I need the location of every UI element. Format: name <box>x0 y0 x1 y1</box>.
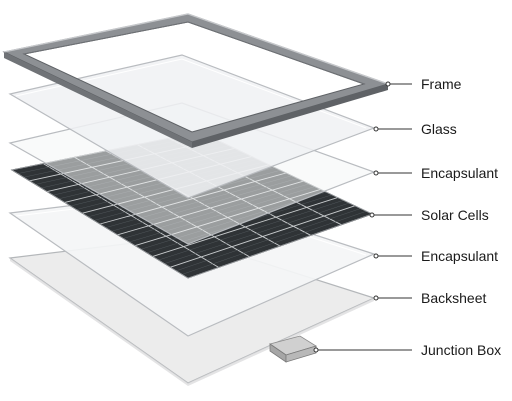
label-encapsulant-top: Encapsulant <box>421 165 498 181</box>
leader-dot-glass <box>373 126 379 132</box>
leader-dot-frame <box>385 81 391 87</box>
leader-dot-junction-box <box>313 347 319 353</box>
leader-dot-encapsulant-bottom <box>373 253 379 259</box>
cell-busbar-line <box>176 208 361 272</box>
label-frame: Frame <box>421 76 462 92</box>
label-backsheet: Backsheet <box>421 290 486 306</box>
label-solar-cells: Solar Cells <box>421 207 489 223</box>
leader-dot-encapsulant-top <box>373 170 379 176</box>
junction-box <box>269 335 317 363</box>
cell-busbar-line <box>182 211 367 275</box>
leader-dot-solar-cells <box>369 212 375 218</box>
frame-layer <box>2 13 390 148</box>
cell-busbar-line <box>158 200 344 261</box>
layer-labels: Frame Glass Encapsulant Solar Cells Enca… <box>421 76 501 358</box>
label-junction-box: Junction Box <box>421 342 501 358</box>
label-glass: Glass <box>421 121 457 137</box>
cell-busbar-line <box>164 202 350 264</box>
label-encapsulant-bottom: Encapsulant <box>421 248 498 264</box>
leader-lines <box>313 81 412 353</box>
leader-dot-backsheet <box>373 295 379 301</box>
